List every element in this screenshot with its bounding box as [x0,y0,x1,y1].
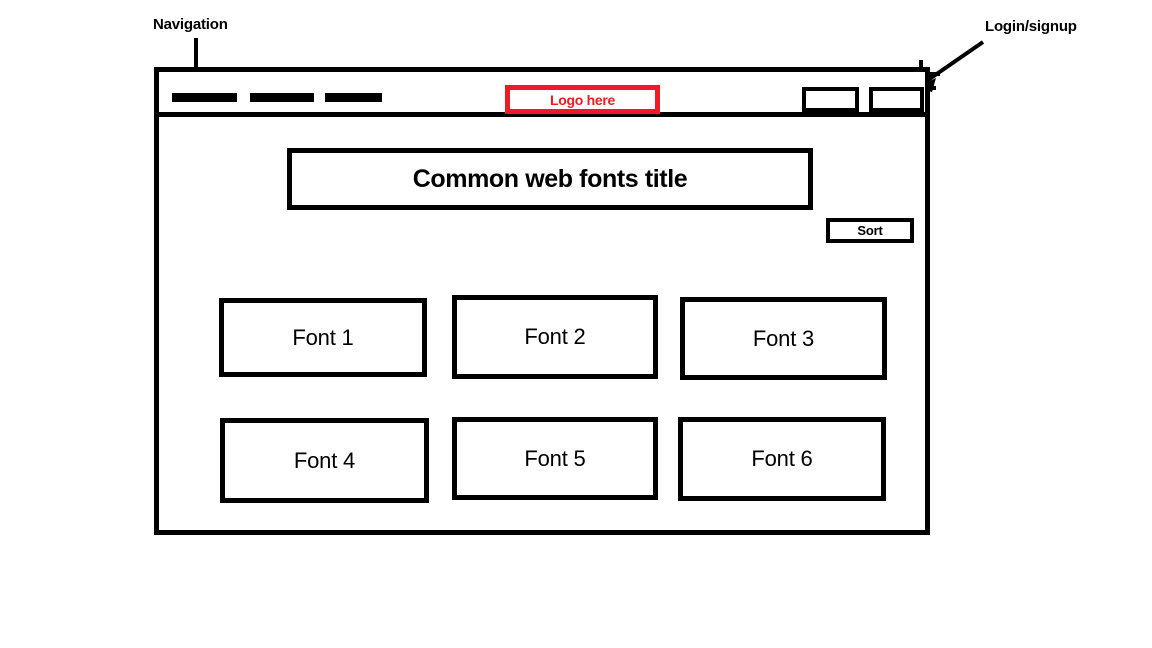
font-card[interactable]: Font 1 [219,298,427,377]
font-card-label: Font 3 [752,325,815,351]
font-card-label: Font 6 [751,446,813,471]
font-card[interactable]: Font 5 [452,417,658,500]
annotation-label-navigation: Navigation [153,16,228,33]
sort-button-label: Sort [857,223,883,238]
logo-placeholder[interactable]: Logo here [505,85,660,114]
page-content-area: Common web fonts title Sort Font 1 Font … [159,117,925,530]
logo-text: Logo here [550,91,615,108]
site-header-bar: Logo here [159,72,925,117]
signup-button[interactable] [869,87,924,112]
font-card-label: Font 4 [293,447,356,473]
browser-window-frame: Logo here Common web fonts title Sort Fo… [154,67,930,535]
nav-link-placeholder-3[interactable] [325,93,382,102]
nav-link-placeholder-2[interactable] [250,93,314,102]
font-card-label: Font 2 [524,324,586,349]
sort-button[interactable]: Sort [826,218,914,243]
font-card-label: Font 5 [524,445,586,471]
page-title: Common web fonts title [412,164,688,193]
font-card[interactable]: Font 3 [680,297,887,380]
login-button[interactable] [802,87,859,112]
font-card[interactable]: Font 4 [220,418,429,503]
font-card-label: Font 1 [292,324,354,350]
annotation-label-login-signup: Login/signup [985,18,1077,35]
nav-link-placeholder-1[interactable] [172,93,237,102]
page-title-box: Common web fonts title [287,148,813,210]
font-card[interactable]: Font 2 [452,295,658,379]
font-card[interactable]: Font 6 [678,417,886,501]
